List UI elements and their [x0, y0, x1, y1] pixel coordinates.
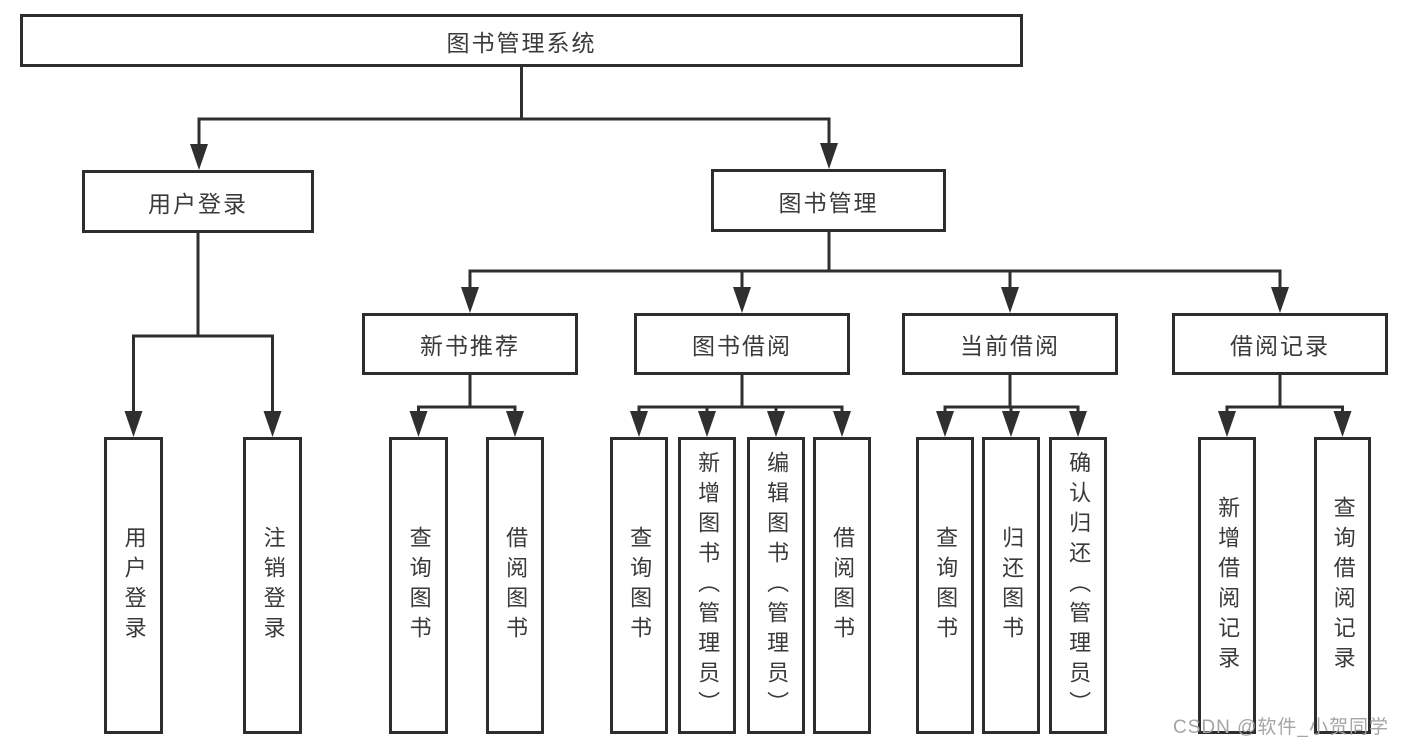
leaf-borrow-books-1-label: 借阅图书: [503, 525, 529, 646]
node-current-borrow: 当前借阅: [902, 313, 1118, 375]
node-borrow-records: 借阅记录: [1172, 313, 1388, 375]
arrow-to-book-mgmt: [820, 143, 838, 169]
leaf-query-books-1: 查询图书: [389, 437, 448, 734]
arrow-to-leaf-add-books: [698, 411, 716, 437]
leaf-user-login-label: 用户登录: [121, 525, 147, 646]
leaf-confirm-return-label: 确认归还（管理员）: [1066, 450, 1092, 721]
connector-user-login-to-leaves: [124, 231, 282, 437]
node-borrow-records-label: 借阅记录: [1230, 333, 1330, 359]
leaf-add-record-label: 新增借阅记录: [1215, 495, 1241, 676]
leaf-add-record: 新增借阅记录: [1198, 437, 1256, 734]
node-book-borrow-label: 图书借阅: [692, 333, 792, 359]
arrow-to-leaf-borrow-books-2: [833, 411, 851, 437]
node-new-books: 新书推荐: [362, 313, 578, 375]
node-book-mgmt-label: 图书管理: [778, 189, 879, 216]
leaf-return-books: 归还图书: [982, 437, 1040, 734]
connector-book-borrow-to-leaves: [630, 373, 851, 437]
leaf-edit-books-label: 编辑图书（管理员）: [764, 450, 790, 721]
connector-borrow-records-to-leaves: [1218, 373, 1352, 437]
leaf-borrow-books-2: 借阅图书: [813, 437, 871, 734]
leaf-query-books-3-label: 查询图书: [933, 525, 959, 646]
arrow-to-leaf-query-books-1: [409, 411, 428, 437]
leaf-logout: 注销登录: [243, 437, 302, 734]
leaf-borrow-books-1: 借阅图书: [486, 437, 544, 734]
leaf-query-record-label: 查询借阅记录: [1330, 495, 1356, 676]
node-user-login: 用户登录: [82, 170, 314, 233]
leaf-edit-books: 编辑图书（管理员）: [747, 437, 805, 734]
node-current-borrow-label: 当前借阅: [960, 333, 1060, 359]
leaf-return-books-label: 归还图书: [999, 525, 1025, 646]
connector-book-mgmt-to-level3: [461, 230, 1289, 313]
node-new-books-label: 新书推荐: [420, 333, 520, 359]
node-user-login-label: 用户登录: [148, 190, 248, 217]
node-root: 图书管理系统: [20, 14, 1023, 67]
arrow-to-current-borrow: [1001, 287, 1019, 313]
arrow-to-leaf-user-login: [124, 411, 143, 437]
connector-current-borrow-to-leaves: [936, 373, 1087, 437]
leaf-confirm-return: 确认归还（管理员）: [1049, 437, 1107, 734]
node-root-label: 图书管理系统: [446, 29, 597, 56]
leaf-query-books-1-label: 查询图书: [406, 525, 432, 646]
connector-root-to-level2: [190, 65, 838, 170]
arrow-to-user-login: [190, 144, 208, 170]
leaf-add-books: 新增图书（管理员）: [678, 437, 736, 734]
connector-new-books-to-leaves: [409, 373, 524, 437]
leaf-borrow-books-2-label: 借阅图书: [830, 525, 856, 646]
node-book-mgmt: 图书管理: [711, 169, 946, 232]
leaf-user-login: 用户登录: [104, 437, 163, 734]
node-book-borrow: 图书借阅: [634, 313, 850, 375]
arrow-to-leaf-query-record: [1333, 411, 1352, 437]
arrow-to-new-books: [461, 287, 479, 313]
leaf-logout-label: 注销登录: [260, 525, 286, 646]
leaf-query-books-2-label: 查询图书: [627, 525, 653, 646]
leaf-query-books-3: 查询图书: [916, 437, 974, 734]
arrow-to-borrow-records: [1271, 287, 1289, 313]
csdn-watermark: CSDN @软件_小贺同学: [1173, 717, 1389, 738]
arrow-to-leaf-query-books-2: [630, 411, 648, 437]
arrow-to-leaf-logout: [263, 411, 282, 437]
leaf-add-books-label: 新增图书（管理员）: [695, 450, 721, 721]
arrow-to-leaf-confirm-return: [1069, 411, 1087, 437]
arrow-to-leaf-edit-books: [767, 411, 785, 437]
leaf-query-books-2: 查询图书: [610, 437, 668, 734]
arrow-to-book-borrow: [733, 287, 751, 313]
leaf-query-record: 查询借阅记录: [1314, 437, 1371, 734]
arrow-to-leaf-query-books-3: [936, 411, 954, 437]
arrow-to-leaf-borrow-books-1: [506, 411, 524, 437]
arrow-to-leaf-add-record: [1218, 411, 1236, 437]
arrow-to-leaf-return-books: [1002, 411, 1020, 437]
